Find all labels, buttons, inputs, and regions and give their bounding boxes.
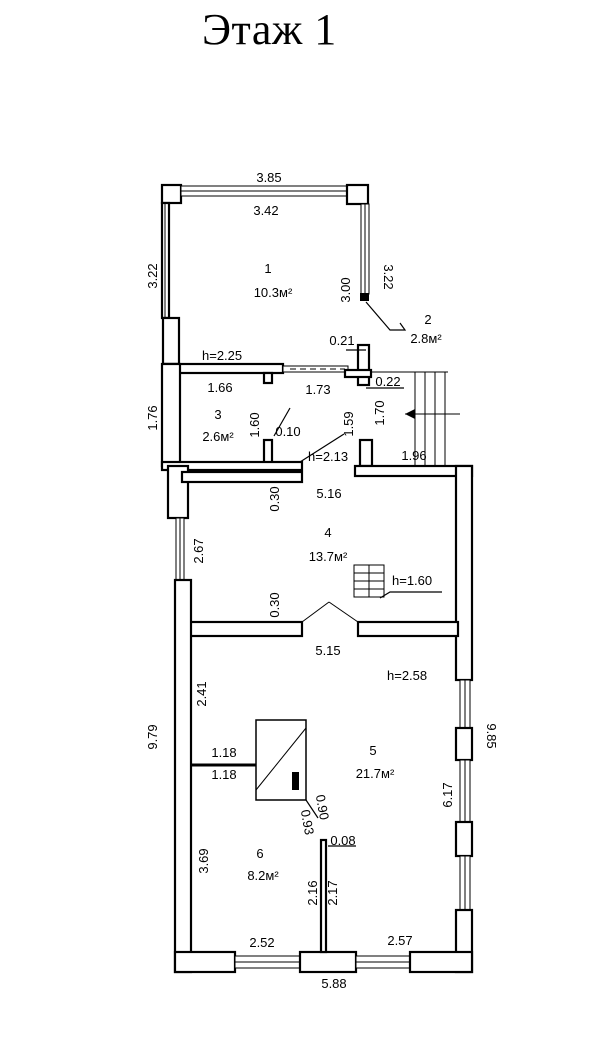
corner-block-top-left <box>160 183 183 205</box>
dim-top-inner: 3.42 <box>253 203 278 218</box>
wall-left-room3 <box>160 362 182 468</box>
wall-right-corridor <box>358 438 374 468</box>
room-number-1: 1 <box>264 261 271 276</box>
room-number-5: 5 <box>369 743 376 758</box>
door-swing-left <box>301 601 330 623</box>
dimension-labels: 3.85 3.42 3.22 3.00 3.22 0.21 0.22 1.66 … <box>145 170 499 991</box>
wall-bottom-left <box>173 950 237 974</box>
room-area-1: 10.3м² <box>254 285 293 300</box>
height-labels: h=2.25 h=2.13 h=1.60 h=2.58 <box>202 348 432 683</box>
wall-right-room5-b <box>454 820 474 858</box>
dim-030-mid: 0.30 <box>267 592 282 617</box>
dim-979: 9.79 <box>145 724 160 749</box>
dim-left-room1: 3.22 <box>145 263 160 288</box>
dim-515: 5.15 <box>315 643 340 658</box>
wall-left-room5 <box>173 578 193 974</box>
room-area-3: 2.6м² <box>202 429 234 444</box>
dim-216: 2.16 <box>305 880 320 905</box>
dim-617: 6.17 <box>440 782 455 807</box>
room-area-5: 21.7м² <box>356 766 395 781</box>
dim-118-b: 1.18 <box>211 767 236 782</box>
room-area-2: 2.8м² <box>410 331 442 346</box>
room-labels: 1 10.3м² 2 2.8м² 3 2.6м² 4 13.7м² 5 21.7… <box>202 261 442 883</box>
height-room1: h=2.25 <box>202 348 242 363</box>
room-number-4: 4 <box>324 525 331 540</box>
room2-sill <box>343 368 373 379</box>
dim-093: 0.93 <box>298 808 317 836</box>
leader-stair <box>379 591 442 599</box>
wall-bottom-room3 <box>160 460 304 472</box>
dim-118-a: 1.18 <box>211 745 236 760</box>
stove-door-icon <box>292 772 299 790</box>
room-4-walls <box>166 464 474 682</box>
dim-257: 2.57 <box>387 933 412 948</box>
room-number-3: 3 <box>214 407 221 422</box>
room-1-walls <box>160 183 373 387</box>
dim-right-room1-a: 3.00 <box>338 277 353 302</box>
wall-bottom-right <box>408 950 474 974</box>
wall-bottom-middle <box>298 950 358 974</box>
room-area-4: 13.7м² <box>309 549 348 564</box>
dim-217: 2.17 <box>325 880 340 905</box>
room-number-2: 2 <box>424 312 431 327</box>
dim-196: 1.96 <box>401 448 426 463</box>
dim-160: 1.60 <box>247 412 262 437</box>
wall-room4-room5-left <box>188 620 304 638</box>
dim-090: 0.90 <box>313 793 332 821</box>
corner-block-top-right <box>345 183 370 206</box>
height-stair: h=1.60 <box>392 573 432 588</box>
dim-267: 2.67 <box>191 538 206 563</box>
room-number-6: 6 <box>256 846 263 861</box>
dim-252: 2.52 <box>249 935 274 950</box>
dim-021: 0.21 <box>329 333 354 348</box>
dim-008: 0.08 <box>330 833 355 848</box>
stove-icon <box>255 719 307 801</box>
wall-room5-room6 <box>319 838 328 954</box>
room-5-6-walls <box>173 578 474 974</box>
height-room5: h=2.58 <box>387 668 427 683</box>
dim-241: 2.41 <box>194 681 209 706</box>
entry-arrow-icon <box>405 409 415 419</box>
leader-lines <box>273 301 442 847</box>
dim-166: 1.66 <box>207 380 232 395</box>
leader-corridor <box>299 433 345 463</box>
wall-room4-room5-right <box>356 620 460 638</box>
dim-173: 1.73 <box>305 382 330 397</box>
dim-030-top: 0.30 <box>267 486 282 511</box>
dim-top-outer: 3.85 <box>256 170 281 185</box>
dim-985: 9.85 <box>484 723 499 748</box>
room-area-6: 8.2м² <box>247 868 279 883</box>
wall-right-room5-a <box>454 726 474 762</box>
leader-room2 <box>365 301 407 331</box>
height-corridor: h=2.13 <box>308 449 348 464</box>
dim-176: 1.76 <box>145 405 160 430</box>
dim-170: 1.70 <box>372 400 387 425</box>
leader-stove <box>305 799 319 819</box>
dim-369: 3.69 <box>196 848 211 873</box>
dim-022: 0.22 <box>375 374 400 389</box>
door-swing-right <box>328 601 359 623</box>
wall-top-room4-right <box>353 464 474 478</box>
dim-right-room1-b: 3.22 <box>381 264 396 289</box>
wall-stub-room3 <box>262 371 274 385</box>
wall-right-room4 <box>454 464 474 682</box>
dim-010: 0.10 <box>275 424 300 439</box>
wall-stub-right <box>360 293 369 301</box>
room2-post <box>356 343 371 387</box>
page-title: Этаж 1 <box>202 5 337 54</box>
dim-516: 5.16 <box>316 486 341 501</box>
dim-588: 5.88 <box>321 976 346 991</box>
wall-top-room4-left <box>180 470 304 484</box>
dim-159: 1.59 <box>341 411 356 436</box>
leader-room3 <box>273 407 291 437</box>
wall-left-room1 <box>161 316 181 366</box>
